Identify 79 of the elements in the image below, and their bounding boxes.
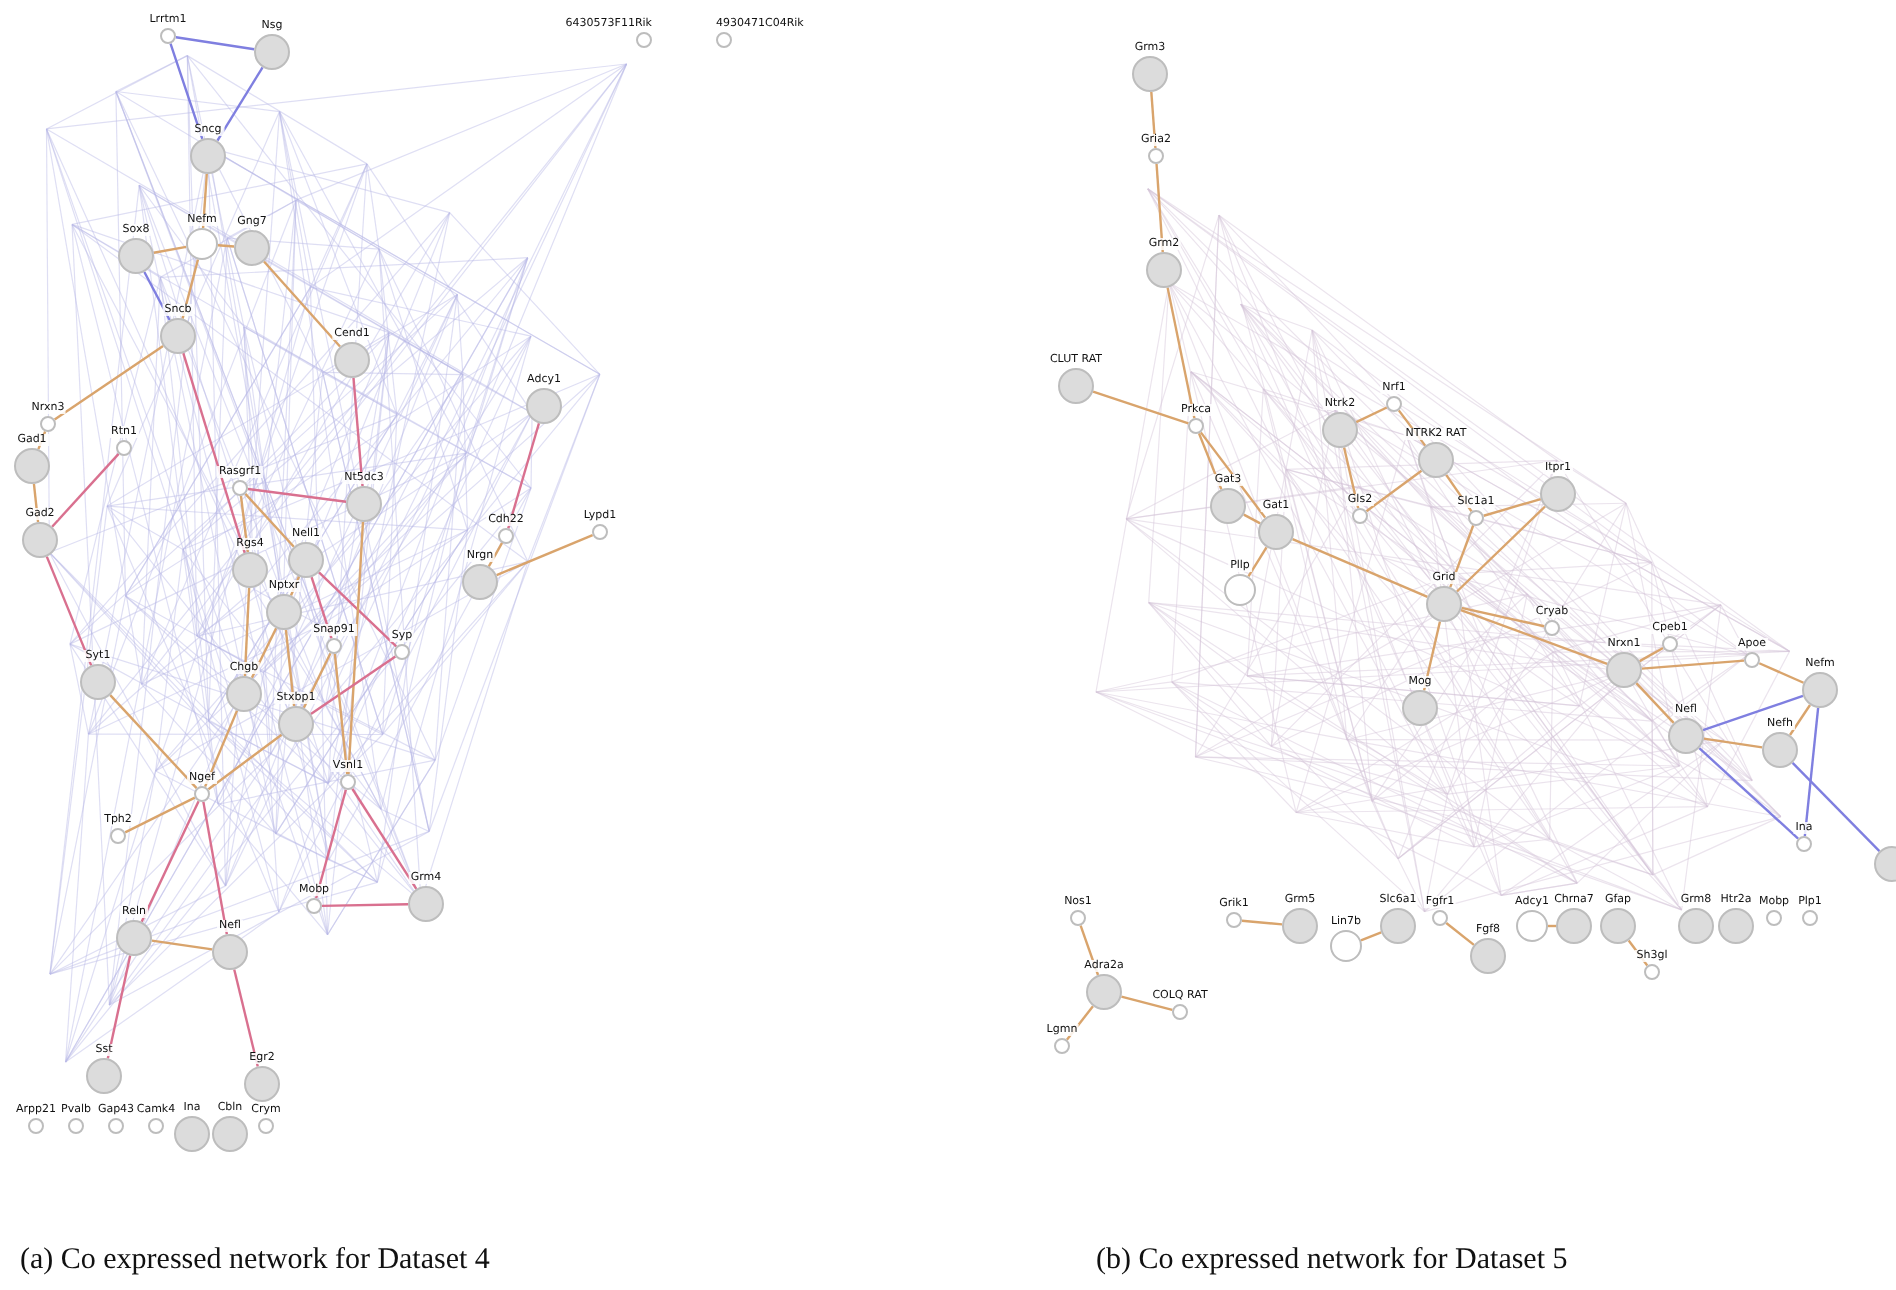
- edge-line: [1702, 694, 1804, 732]
- edge-line: [1789, 704, 1811, 736]
- edge-line: [1355, 406, 1388, 424]
- edge-line: [487, 542, 504, 567]
- edge-line: [1365, 469, 1423, 513]
- edge-line: [182, 352, 246, 554]
- edge-line: [181, 259, 200, 319]
- edge-line: [1079, 925, 1100, 976]
- edge-line: [1199, 431, 1267, 519]
- edge-line: [1166, 287, 1196, 419]
- edge-line: [204, 710, 239, 788]
- edge-line: [1155, 163, 1164, 253]
- edge-line: [1803, 707, 1820, 837]
- edge-line: [1456, 505, 1546, 593]
- edge-line: [1121, 995, 1173, 1012]
- edge-line: [1360, 931, 1382, 942]
- edge-line: [1627, 939, 1649, 967]
- edge-line: [1065, 1005, 1094, 1041]
- edge-line: [233, 969, 259, 1067]
- edge-line: [143, 271, 171, 321]
- edge-line: [250, 627, 278, 679]
- edge-line: [1461, 606, 1545, 628]
- edge-line: [1758, 662, 1804, 684]
- edge-line: [1197, 433, 1223, 490]
- edge-line: [1150, 91, 1157, 149]
- edge-line: [310, 655, 397, 715]
- edge-line: [496, 533, 594, 577]
- edge-line: [124, 796, 196, 834]
- edge-line: [1092, 390, 1189, 425]
- edge-line: [239, 495, 249, 553]
- edge-line: [51, 453, 120, 528]
- edge-line: [1247, 546, 1268, 578]
- edge-line: [109, 694, 198, 789]
- edge-line: [1342, 447, 1360, 509]
- edge-line: [1241, 919, 1283, 926]
- edge-line: [153, 245, 187, 254]
- edge-line: [1422, 621, 1442, 691]
- edge-line: [1639, 646, 1664, 663]
- edge-line: [1243, 513, 1261, 525]
- edge-line: [1483, 497, 1542, 517]
- edge-line: [207, 733, 283, 791]
- edge-line: [1292, 538, 1428, 598]
- edge-line: [1703, 737, 1763, 749]
- edge-line: [1641, 659, 1745, 670]
- edge-line: [106, 955, 132, 1059]
- edge-line: [53, 345, 164, 421]
- edge-line: [284, 629, 296, 707]
- edge-line: [1698, 747, 1799, 840]
- edge-line: [352, 377, 364, 487]
- edge-line: [1445, 474, 1473, 513]
- edge-line: [321, 903, 409, 908]
- edge-line: [1460, 609, 1608, 665]
- edge-line: [216, 66, 264, 142]
- edge-line: [347, 521, 365, 775]
- edge-line: [302, 652, 332, 709]
- edge-line: [202, 801, 229, 935]
- edge-line: [318, 571, 398, 648]
- edge-line: [243, 587, 251, 677]
- edge-line: [1449, 525, 1475, 588]
- edge-line: [314, 789, 348, 899]
- edge-line: [169, 43, 204, 140]
- edge-line: [151, 939, 213, 951]
- edge-line: [244, 493, 295, 548]
- edge-line: [45, 556, 93, 666]
- edge-line: [175, 36, 255, 51]
- subfigure-caption: (a) Co expressed network for Dataset 4: [20, 1244, 490, 1278]
- subfigure-caption: (b) Co expressed network for Dataset 5: [1096, 1244, 1568, 1278]
- edge-line: [1791, 762, 1881, 852]
- edge-line: [201, 173, 208, 229]
- edge-line: [247, 487, 347, 503]
- edge-line: [507, 422, 541, 529]
- edge-line: [1635, 682, 1675, 724]
- edge-line: [1445, 922, 1475, 946]
- edge-line: [333, 653, 349, 775]
- edge-line: [310, 576, 333, 639]
- edge-line: [263, 260, 341, 348]
- edge-line: [140, 800, 200, 923]
- edge-line: [217, 244, 235, 248]
- edge-line: [351, 788, 418, 890]
